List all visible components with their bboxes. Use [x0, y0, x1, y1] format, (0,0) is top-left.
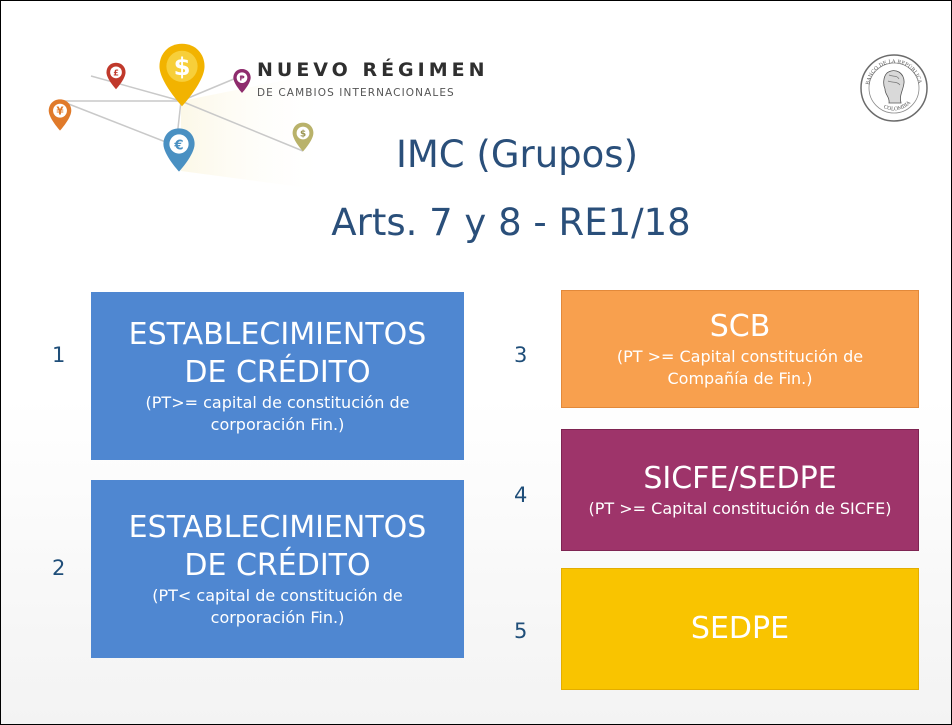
group-heading: SEDPE — [690, 611, 790, 646]
svg-text:$: $ — [300, 130, 306, 140]
euro-pin-icon: € — [163, 128, 195, 172]
dollar-small-pin-icon: $ — [292, 122, 314, 152]
group-number: 2 — [52, 556, 66, 580]
brand-title: NUEVO RÉGIMEN — [257, 59, 489, 81]
group-note: (PT >= Capital constitución de SICFE) — [588, 499, 892, 518]
bank-seal-icon: BANCO DE LA REPÚBLICA COLOMBIA — [860, 54, 928, 122]
group-heading: DE CRÉDITO — [184, 548, 371, 583]
group-note: (PT >= Capital constitución de Compañía … — [616, 347, 864, 388]
svg-text:$: $ — [174, 52, 191, 81]
group-box-3: SCB (PT >= Capital constitución de Compa… — [561, 290, 919, 408]
group-number: 3 — [514, 343, 528, 367]
group-number: 5 — [514, 619, 528, 643]
peso-pin-icon: ₱ — [233, 69, 251, 93]
slide-subtitle: Arts. 7 y 8 - RE1/18 — [331, 201, 691, 244]
group-note: (PT>= capital de constitución de corpora… — [145, 393, 410, 434]
group-box-1: ESTABLECIMIENTOS DE CRÉDITO (PT>= capita… — [91, 292, 464, 460]
group-box-5: SEDPE — [561, 568, 919, 690]
group-number: 4 — [514, 483, 528, 507]
svg-text:₱: ₱ — [239, 74, 245, 83]
group-heading: DE CRÉDITO — [184, 355, 371, 390]
group-box-2: ESTABLECIMIENTOS DE CRÉDITO (PT< capital… — [91, 480, 464, 658]
yen-pin-icon: ¥ — [48, 99, 72, 131]
currency-pins-logo — [60, 71, 331, 191]
group-heading: ESTABLECIMIENTOS — [128, 317, 427, 352]
slide-title: IMC (Grupos) — [395, 133, 639, 176]
svg-text:€: € — [173, 138, 183, 153]
group-heading: SCB — [709, 309, 771, 344]
group-number: 1 — [52, 343, 66, 367]
svg-text:£: £ — [113, 69, 119, 78]
group-box-4: SICFE/SEDPE (PT >= Capital constitución … — [561, 429, 919, 551]
brand-subtitle: DE CAMBIOS INTERNACIONALES — [257, 87, 455, 99]
pound-pin-icon: £ — [106, 62, 126, 90]
group-heading: SICFE/SEDPE — [643, 461, 837, 496]
svg-text:¥: ¥ — [56, 106, 64, 118]
dollar-pin-icon: $ — [159, 43, 205, 107]
group-heading: ESTABLECIMIENTOS — [128, 510, 427, 545]
group-note: (PT< capital de constitución de corporac… — [152, 586, 403, 627]
